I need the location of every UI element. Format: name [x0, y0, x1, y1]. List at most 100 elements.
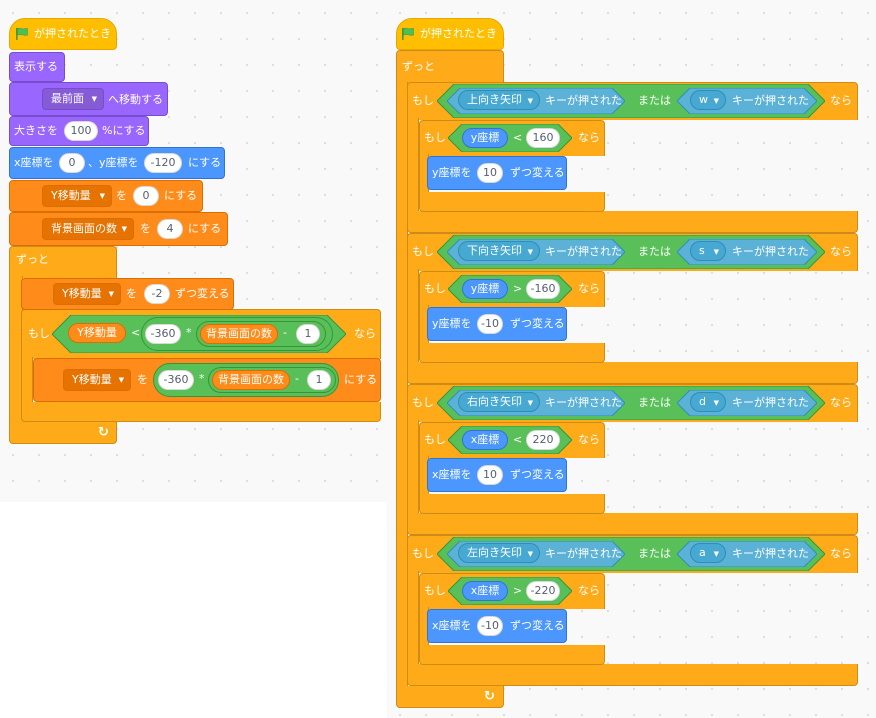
- right-forever-label: ずっと: [402, 60, 435, 73]
- if-4-key-pressed-label-1: キーが押された: [545, 547, 622, 560]
- change-var-dropdown-value: Y移動量: [62, 287, 102, 300]
- less-than-sign: <: [131, 326, 141, 339]
- when-flag-clicked-hat[interactable]: [9, 18, 117, 50]
- if-1-outer-then-label: なら: [830, 94, 852, 107]
- if-2-outer-if-bottom: [407, 362, 858, 384]
- if-1-change-position-input[interactable]: 10: [477, 163, 503, 183]
- layer-dropdown[interactable]: 最前面: [42, 88, 104, 110]
- change-var-suffix: ずつ変える: [175, 287, 230, 300]
- variable-dropdown-value: Y移動量: [51, 189, 91, 202]
- if-3-key-dropdown-2-value: d: [699, 395, 706, 408]
- change-var-value-input[interactable]: -2: [144, 284, 170, 304]
- multiply-2-sign: *: [199, 372, 205, 385]
- if-4-compare-value-input[interactable]: -220: [526, 581, 560, 601]
- if-2-position-reporter[interactable]: y座標: [462, 279, 508, 299]
- subtract-right-input[interactable]: 1: [296, 324, 320, 344]
- set-var-in-if-suffix: にする: [344, 373, 378, 386]
- if-3-key-dropdown-1-value: 右向き矢印: [467, 395, 522, 408]
- x-input[interactable]: 0: [59, 153, 85, 173]
- if-2-key-dropdown-1-value: 下向き矢印: [467, 244, 522, 257]
- if-1-key-pressed-label-1: キーが押された: [545, 94, 622, 107]
- if-1-outer-if-arm: [407, 118, 419, 214]
- change-var-dropdown[interactable]: Y移動量: [53, 283, 121, 305]
- go-to-xy-block[interactable]: [9, 147, 225, 179]
- if-4-outer-if-arm: [407, 571, 419, 667]
- forever-bottom: [9, 421, 117, 444]
- minus-sign-2: -: [295, 372, 299, 385]
- set-var-in-if-dropdown[interactable]: Y移動量: [63, 369, 131, 391]
- if-1-position-reporter[interactable]: y座標: [462, 128, 508, 148]
- if-2-key-dropdown-2[interactable]: s: [690, 241, 726, 262]
- variable-dropdown-2-value: 背景画面の数: [51, 222, 117, 235]
- y-input[interactable]: -120: [144, 153, 182, 173]
- set-var-value-input[interactable]: 0: [133, 186, 159, 206]
- if-3-outer-if-arm: [407, 420, 419, 516]
- if-3-compare-value-input[interactable]: 220: [526, 430, 560, 450]
- then-label: なら: [354, 327, 376, 340]
- if-3-key-dropdown-2[interactable]: d: [690, 392, 726, 413]
- set-var-to: を: [116, 189, 127, 202]
- right-forever-block[interactable]: [396, 50, 504, 84]
- if-3-position-reporter[interactable]: x座標: [462, 430, 508, 450]
- if-3-key-pressed-label-2: キーが押された: [732, 396, 809, 409]
- if-4-inner-if-label: もし: [424, 584, 446, 597]
- if-3-change-position-input[interactable]: 10: [477, 465, 503, 485]
- if-3-inner-if-label: もし: [424, 433, 446, 446]
- if-3-change-position-block[interactable]: [427, 458, 567, 492]
- multiply-left-input[interactable]: -360: [145, 324, 181, 344]
- if-3-outer-if-bottom: [407, 513, 858, 535]
- background-count-reporter[interactable]: 背景画面の数: [200, 324, 278, 344]
- if-2-change-position-input[interactable]: -10: [477, 314, 503, 334]
- if-3-change-position-prefix: x座標を: [432, 468, 472, 481]
- if-3-key-pressed-label-1: キーが押された: [545, 396, 622, 409]
- variable-reporter[interactable]: Y移動量: [68, 323, 126, 343]
- if-2-inner-if-label: もし: [424, 282, 446, 295]
- if-2-key-dropdown-2-value: s: [699, 244, 705, 257]
- if-label: もし: [28, 327, 50, 340]
- green-flag-icon: [16, 27, 28, 40]
- if-4-change-position-input[interactable]: -10: [477, 616, 503, 636]
- subtract-2-right-input[interactable]: 1: [307, 370, 331, 390]
- if-4-position-reporter[interactable]: x座標: [462, 581, 508, 601]
- background-count-reporter-2[interactable]: 背景画面の数: [212, 370, 290, 390]
- change-var-to: を: [126, 287, 137, 300]
- right-loop-arrow-icon: ↻: [484, 689, 495, 704]
- forever-block[interactable]: [9, 246, 117, 278]
- go-to-xy-suffix: にする: [188, 156, 222, 169]
- multiply-2-left-input[interactable]: -360: [158, 370, 194, 390]
- set-size-suffix: %にする: [102, 124, 146, 137]
- if-2-outer-then-label: なら: [830, 245, 852, 258]
- set-var-2-value-input[interactable]: 4: [157, 219, 183, 239]
- if-3-key-dropdown-1[interactable]: 右向き矢印: [458, 392, 540, 413]
- set-var-2-suffix: にする: [188, 222, 222, 235]
- if-4-key-dropdown-1[interactable]: 左向き矢印: [458, 543, 540, 564]
- set-var-in-if-dropdown-value: Y移動量: [72, 373, 112, 386]
- if-2-compare-value-input[interactable]: -160: [526, 279, 560, 299]
- if-1-inner-if-bottom: [419, 192, 605, 212]
- if-bottom: [21, 402, 381, 422]
- show-block[interactable]: [9, 52, 65, 82]
- go-to-xy-prefix: x座標を: [14, 156, 54, 169]
- right-green-flag-icon: [402, 27, 414, 40]
- if-4-change-position-suffix: ずつ変える: [510, 619, 565, 632]
- variable-dropdown-2[interactable]: 背景画面の数: [42, 218, 134, 240]
- if-1-key-dropdown-2[interactable]: w: [690, 90, 726, 111]
- if-3-compare-sign: <: [513, 433, 523, 446]
- size-input[interactable]: 100: [64, 121, 98, 141]
- minus-sign: -: [283, 326, 287, 339]
- if-3-inner-then-label: なら: [578, 433, 600, 446]
- right-when-flag-clicked-hat[interactable]: [396, 18, 504, 50]
- if-3-outer-then-label: なら: [830, 396, 852, 409]
- if-3-inner-if-bottom: [419, 494, 605, 514]
- show-label: 表示する: [14, 60, 58, 73]
- layer-dropdown-value: 最前面: [51, 92, 84, 105]
- if-arm: [21, 357, 33, 405]
- if-2-key-dropdown-1[interactable]: 下向き矢印: [458, 241, 540, 262]
- if-1-compare-value-input[interactable]: 160: [526, 128, 560, 148]
- if-2-outer-if-arm: [407, 269, 419, 365]
- if-2-key-pressed-label-2: キーが押された: [732, 245, 809, 258]
- if-4-key-dropdown-2[interactable]: a: [690, 543, 726, 564]
- if-1-key-dropdown-1[interactable]: 上向き矢印: [458, 90, 540, 111]
- variable-dropdown[interactable]: Y移動量: [42, 185, 112, 207]
- if-4-change-position-block[interactable]: [427, 609, 567, 643]
